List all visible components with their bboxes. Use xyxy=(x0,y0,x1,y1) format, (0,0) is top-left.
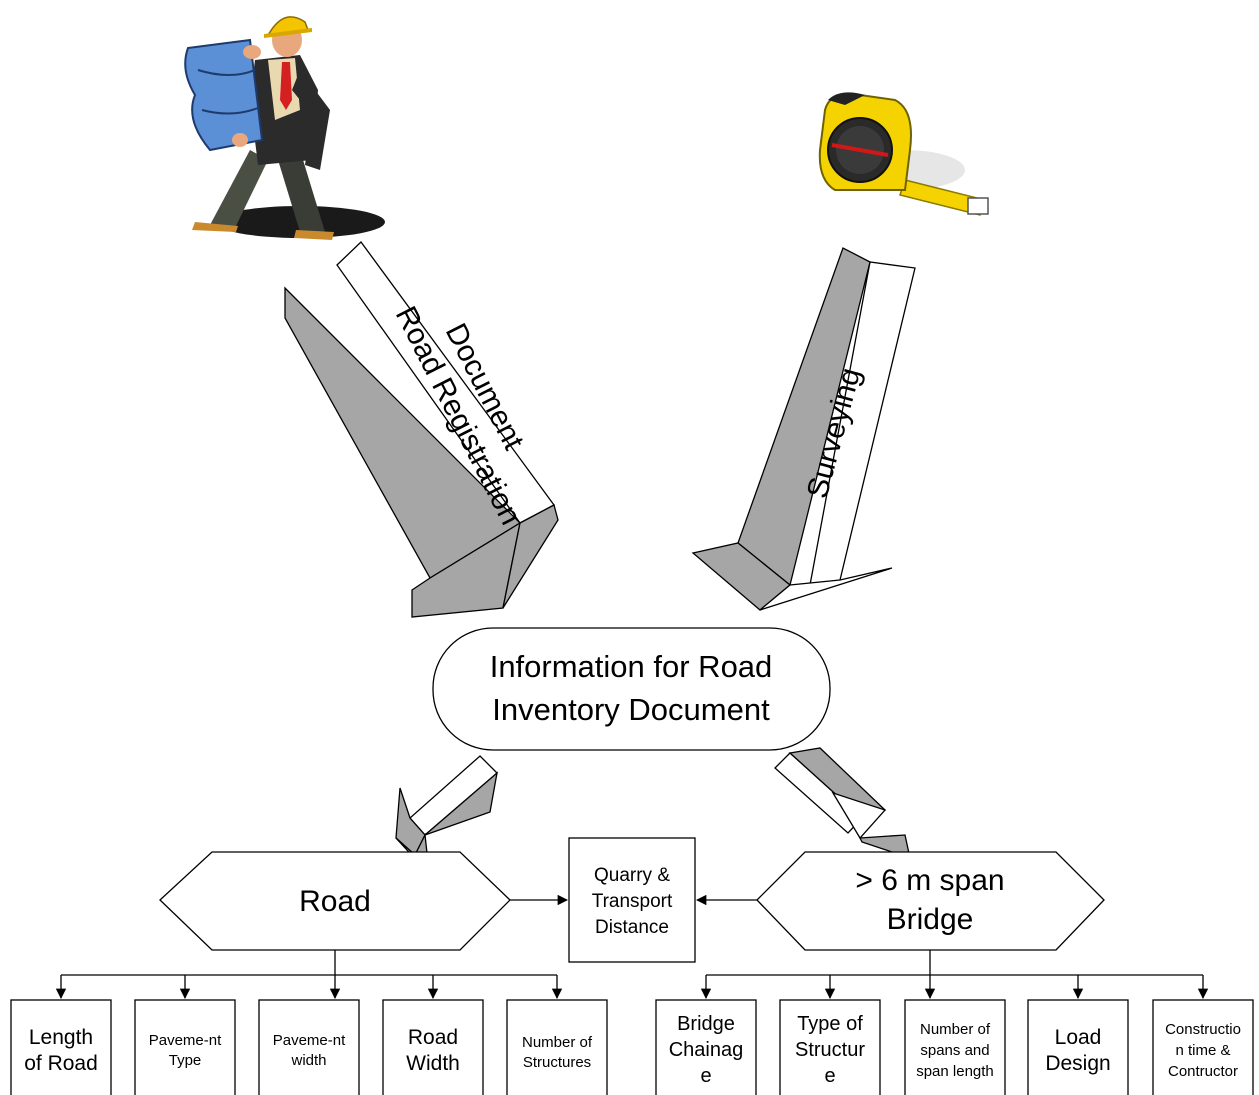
road-branch-connectors xyxy=(55,950,563,1000)
bridge-item-construction: Constructio n time & Contructor xyxy=(1152,999,1254,1095)
bridge-item-load-design: Load Design xyxy=(1027,999,1129,1095)
bridge-branch-connectors xyxy=(700,950,1209,1000)
road-item-pavement-width: Paveme-nt width xyxy=(258,999,360,1095)
svg-text:spans and: spans and xyxy=(920,1042,989,1059)
road-registration-arrow xyxy=(284,241,559,618)
engineer-with-blueprint-icon xyxy=(184,16,385,240)
svg-text:Bridge: Bridge xyxy=(887,903,974,936)
center-line-2: Inventory Document xyxy=(492,692,770,727)
svg-text:Number of: Number of xyxy=(920,1021,991,1038)
surveying-arrow xyxy=(691,247,916,611)
svg-text:Quarry &: Quarry & xyxy=(594,865,670,886)
bridge-small-arrow xyxy=(774,747,911,859)
svg-text:e: e xyxy=(824,1065,835,1087)
svg-text:Chainag: Chainag xyxy=(669,1039,744,1061)
svg-text:width: width xyxy=(290,1052,326,1069)
bridge-item-chainage: Bridge Chainag e xyxy=(655,999,757,1095)
bridge-item-structure-type: Type of Structur e xyxy=(779,999,881,1095)
svg-text:Transport: Transport xyxy=(592,891,673,912)
road-item-road-width: Road Width xyxy=(382,999,484,1095)
svg-text:Structur: Structur xyxy=(795,1039,865,1061)
svg-text:Number of: Number of xyxy=(522,1034,593,1051)
svg-text:Distance: Distance xyxy=(595,917,669,938)
road-item-number-structures: Number of Structures xyxy=(506,999,608,1095)
svg-text:Width: Width xyxy=(406,1052,460,1075)
tape-measure-icon xyxy=(818,92,989,216)
road-small-arrow xyxy=(395,755,498,863)
road-label: Road xyxy=(299,885,371,918)
svg-text:Paveme-nt: Paveme-nt xyxy=(273,1032,346,1049)
svg-text:Load: Load xyxy=(1055,1026,1102,1049)
bridge-hexagon: > 6 m span Bridge xyxy=(756,851,1105,951)
svg-text:e: e xyxy=(700,1065,711,1087)
svg-text:Constructio: Constructio xyxy=(1165,1021,1241,1038)
svg-text:Design: Design xyxy=(1045,1052,1110,1075)
svg-text:of Road: of Road xyxy=(24,1052,98,1075)
svg-text:Type of: Type of xyxy=(797,1013,863,1035)
svg-text:Bridge: Bridge xyxy=(677,1013,735,1035)
svg-text:> 6 m span: > 6 m span xyxy=(855,864,1004,897)
svg-text:Paveme-nt: Paveme-nt xyxy=(149,1032,222,1049)
road-inventory-info-box: Information for Road Inventory Document xyxy=(432,627,831,751)
road-hexagon: Road xyxy=(159,851,511,951)
svg-text:Road: Road xyxy=(408,1026,458,1049)
quarry-transport-box: Quarry & Transport Distance xyxy=(568,837,696,963)
road-item-pavement-type: Paveme-nt Type xyxy=(134,999,236,1095)
road-item-length: Length of Road xyxy=(10,999,112,1095)
svg-text:Type: Type xyxy=(169,1052,202,1069)
center-line-1: Information for Road xyxy=(490,649,773,684)
svg-text:Structures: Structures xyxy=(523,1054,591,1071)
svg-text:n time &: n time & xyxy=(1175,1042,1230,1059)
bridge-item-spans: Number of spans and span length xyxy=(904,999,1006,1095)
svg-text:span length: span length xyxy=(916,1063,994,1080)
svg-text:Length: Length xyxy=(29,1026,93,1049)
svg-text:Contructor: Contructor xyxy=(1168,1063,1238,1080)
